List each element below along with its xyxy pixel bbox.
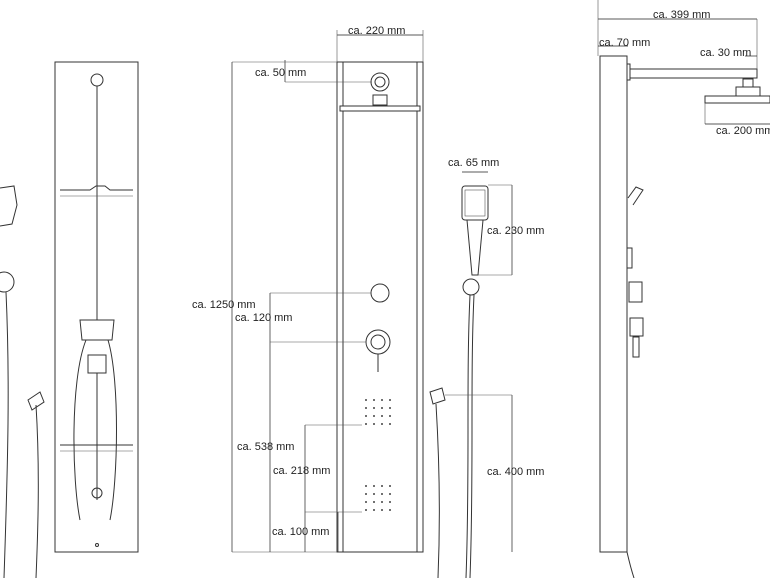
dimension-labels: ca. 220 mm ca. 50 mm ca. 1250 mm ca. 120… bbox=[192, 9, 770, 538]
label-top-offset: ca. 50 mm bbox=[255, 67, 306, 79]
label-hose-connector-height: ca. 400 mm bbox=[487, 466, 544, 478]
label-arm-reach: ca. 399 mm bbox=[653, 9, 710, 21]
handshower-front bbox=[429, 185, 489, 578]
label-handshower-width: ca. 65 mm bbox=[448, 157, 499, 169]
label-jets-spacing: ca. 218 mm bbox=[273, 465, 330, 477]
back-view-handshower-partial bbox=[0, 185, 45, 578]
label-diverter-offset: ca. 120 mm bbox=[235, 312, 292, 324]
label-total-height: ca. 1250 mm bbox=[192, 299, 256, 311]
label-bottom-jet: ca. 100 mm bbox=[272, 526, 329, 538]
label-panel-width: ca. 220 mm bbox=[348, 25, 405, 37]
label-mixer-height: ca. 538 mm bbox=[237, 441, 294, 453]
label-arm-end-offset: ca. 30 mm bbox=[700, 47, 751, 59]
body-jet-upper bbox=[365, 399, 391, 425]
dimension-lines bbox=[231, 0, 770, 553]
label-panel-depth: ca. 70 mm bbox=[599, 37, 650, 49]
back-view-panel bbox=[54, 61, 139, 553]
side-view-panel bbox=[599, 55, 770, 578]
label-handshower-length: ca. 230 mm bbox=[487, 225, 544, 237]
label-head-diameter: ca. 200 mm bbox=[716, 125, 770, 137]
front-view-panel bbox=[336, 61, 424, 553]
body-jet-lower bbox=[365, 485, 391, 511]
